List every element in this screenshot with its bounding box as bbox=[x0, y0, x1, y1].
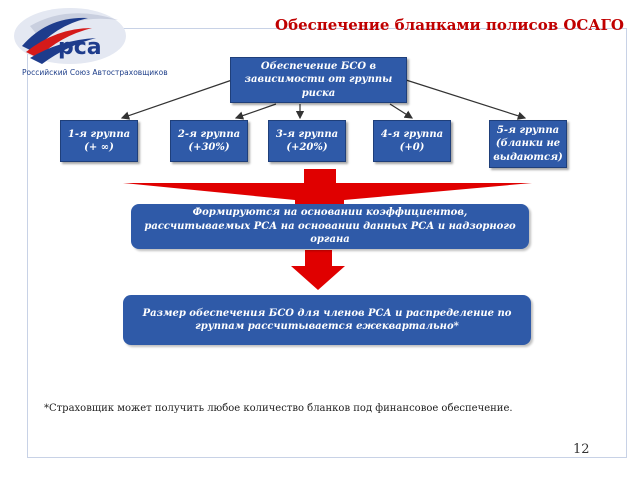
connector-group-5 bbox=[405, 79, 527, 120]
group-5-box: 5-я группа (бланки не выдаются) bbox=[489, 120, 567, 168]
down-arrow bbox=[291, 250, 345, 290]
connector-group-1 bbox=[120, 79, 233, 120]
slide-frame bbox=[27, 28, 627, 458]
group-4-box: 4-я группа (+0) bbox=[373, 120, 451, 162]
logo-text: рса bbox=[58, 35, 102, 60]
box-bso-by-risk-group: Обеспечение БСО в зависимости от группы … bbox=[230, 57, 407, 103]
funnel-arrow-stem bbox=[304, 169, 336, 200]
group-3-box: 3-я группа (+20%) bbox=[268, 120, 346, 162]
logo-graphic: рса bbox=[14, 8, 126, 64]
connector-group-4 bbox=[389, 103, 414, 119]
slide-title: Обеспечение бланками полисов ОСАГО bbox=[275, 16, 624, 34]
box-coefficients: Формируются на основании коэффициентов, … bbox=[131, 204, 529, 249]
logo-caption: Российский Союз Автостраховщиков bbox=[22, 68, 168, 77]
connector-group-2 bbox=[234, 103, 277, 120]
box-quarterly-calculation: Размер обеспечения БСО для членов РСА и … bbox=[123, 295, 531, 345]
group-2-box: 2-я группа (+30%) bbox=[170, 120, 248, 162]
footnote: *Страховщик может получить любое количес… bbox=[44, 403, 513, 414]
rsa-logo: рса bbox=[8, 6, 168, 84]
group-1-box: 1-я группа (+ ∞) bbox=[60, 120, 138, 162]
page-number: 12 bbox=[573, 442, 590, 457]
